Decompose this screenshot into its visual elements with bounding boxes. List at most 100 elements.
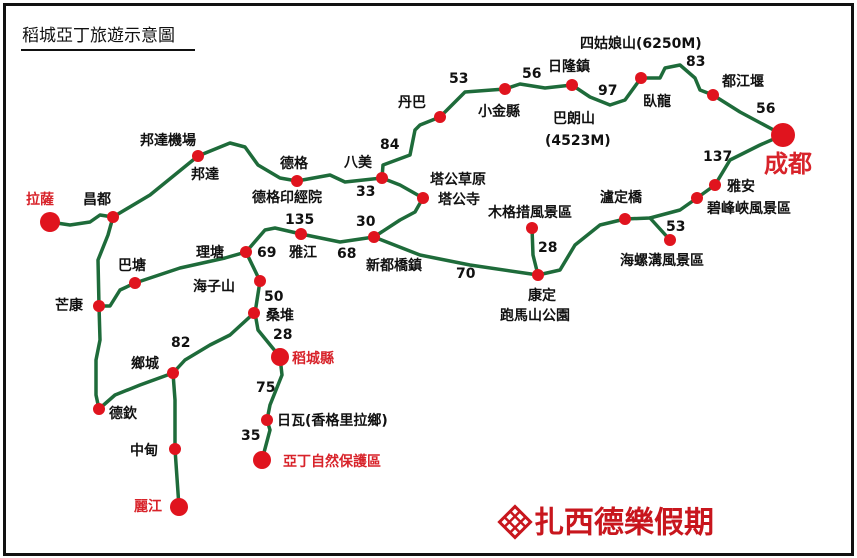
label-zhongdian: 中甸 [130,442,158,459]
route-bamei-chengdu [380,63,785,180]
route-changdu-dege [111,141,384,219]
node-xinduqiao[interactable] [368,231,380,243]
route-xiangcheng-lijiang [171,371,181,509]
label-bifengxia: 碧峰峽風景區 [706,200,791,217]
node-lhasa[interactable] [40,212,60,232]
distance-label: 82 [171,335,190,351]
node-rilong[interactable] [566,79,578,91]
node-xiangcheng[interactable] [167,367,179,379]
distance-label: 137 [703,149,732,165]
node-yading[interactable] [253,451,271,469]
endless-knot-icon [497,504,533,540]
node-mangkang[interactable] [93,300,105,312]
route-mugecuo-kangding [530,226,540,277]
label-rilong: 日隆鎮 [548,58,590,75]
node-chengdu[interactable] [771,123,795,147]
node-mugecuo[interactable] [526,222,538,234]
distance-label: 35 [241,428,260,444]
node-kangding[interactable] [532,269,544,281]
label-balang: 巴朗山 [553,110,595,127]
label-hailuogou: 海螺溝風景區 [620,252,704,269]
node-batang[interactable] [129,277,141,289]
label-sangdui: 桑堆 [266,307,294,324]
distance-label: 69 [257,245,276,261]
distance-label: 53 [666,219,685,235]
label-lijiang: 麗江 [134,498,162,515]
label-lhasa: 拉薩 [26,191,54,208]
label-haizishan: 海子山 [193,278,235,295]
node-daocheng[interactable] [271,348,289,366]
node-hailuogou[interactable] [664,234,676,246]
distance-label: 68 [337,246,356,262]
node-litang[interactable] [240,246,252,258]
distance-label: 56 [522,66,541,82]
node-xiaojin[interactable] [499,83,511,95]
label-yajiang: 雅江 [289,244,317,261]
map-title: 稻城亞丁旅遊示意圖 [22,26,175,46]
label-kangding: 康定 [528,287,556,304]
label-daocheng: 稻城縣 [292,350,334,367]
distance-label: 53 [449,71,468,87]
label-xiaojin: 小金縣 [478,103,520,120]
node-dujiangyan[interactable] [707,89,719,101]
node-changdu[interactable] [107,211,119,223]
label-mangkang: 芒康 [55,297,84,314]
route-lhasa-changdu [48,213,115,227]
routes [48,63,785,509]
label-deqin: 德欽 [109,405,138,422]
distance-label: 30 [356,214,376,230]
node-deqin[interactable] [93,403,105,415]
node-zhongdian[interactable] [169,443,181,455]
label-wolong: 臥龍 [643,93,671,110]
label-dege: 德格 [280,155,309,172]
distance-labels: 84 33 53 56 97 83 56 137 53 28 70 30 68 … [171,54,775,444]
label-yaan: 雅安 [727,178,755,195]
node-dege[interactable] [291,175,303,187]
label-danba: 丹巴 [398,95,426,111]
label-riwa: 日瓦(香格里拉鄉) [277,412,388,429]
label-bangda-airport: 邦達機場 [140,132,196,149]
label-batang: 巴塘 [118,257,146,274]
node-yaan[interactable] [709,179,721,191]
node-lijiang[interactable] [170,498,188,516]
place-labels: 拉薩 昌都 邦達機場 邦達 德格 德格印經院 八美 塔公草原 塔公寺 丹巴 小金… [26,35,812,515]
brand-logo: 扎西德樂假期 [534,506,714,541]
distance-label: 56 [756,101,775,117]
node-luding[interactable] [619,213,631,225]
distance-label: 33 [356,184,375,200]
label-tagong-temple: 塔公寺 [438,191,480,208]
route-sangdui-lijiang [97,311,256,411]
route-changdu-lijiang-west [94,215,115,411]
distance-label: 135 [285,212,314,228]
distance-label: 70 [456,266,476,282]
label-tagong-grassland: 塔公草原 [430,171,486,188]
label-litang: 理塘 [196,244,224,261]
node-riwa[interactable] [261,414,273,426]
label-paomashan: 跑馬山公園 [500,307,570,324]
nodes [40,72,795,516]
distance-label: 28 [538,240,557,256]
distance-label: 50 [264,289,284,305]
label-yading: 亞丁自然保護區 [283,453,381,470]
label-bangda: 邦達 [191,166,219,183]
label-dujiangyan: 都江堰 [721,73,764,90]
node-bamei[interactable] [376,172,388,184]
node-bangda[interactable] [192,150,204,162]
label-chengdu: 成都 [764,150,812,178]
node-danba[interactable] [434,111,446,123]
label-dege-sutra: 德格印經院 [252,189,322,206]
node-yajiang[interactable] [295,228,307,240]
node-tagong[interactable] [417,192,429,204]
node-wolong[interactable] [635,72,647,84]
label-mugecuo: 木格措風景區 [487,204,572,221]
distance-label: 75 [256,380,275,396]
node-haizishan[interactable] [254,275,266,287]
label-xinduqiao: 新都橋鎮 [366,257,422,274]
distance-label: 84 [380,137,400,153]
node-bifengxia[interactable] [691,192,703,204]
distance-label: 28 [273,327,292,343]
node-sangdui[interactable] [248,307,260,319]
label-siguniang: 四姑娘山(6250M) [580,35,702,52]
distance-label: 97 [598,83,617,99]
